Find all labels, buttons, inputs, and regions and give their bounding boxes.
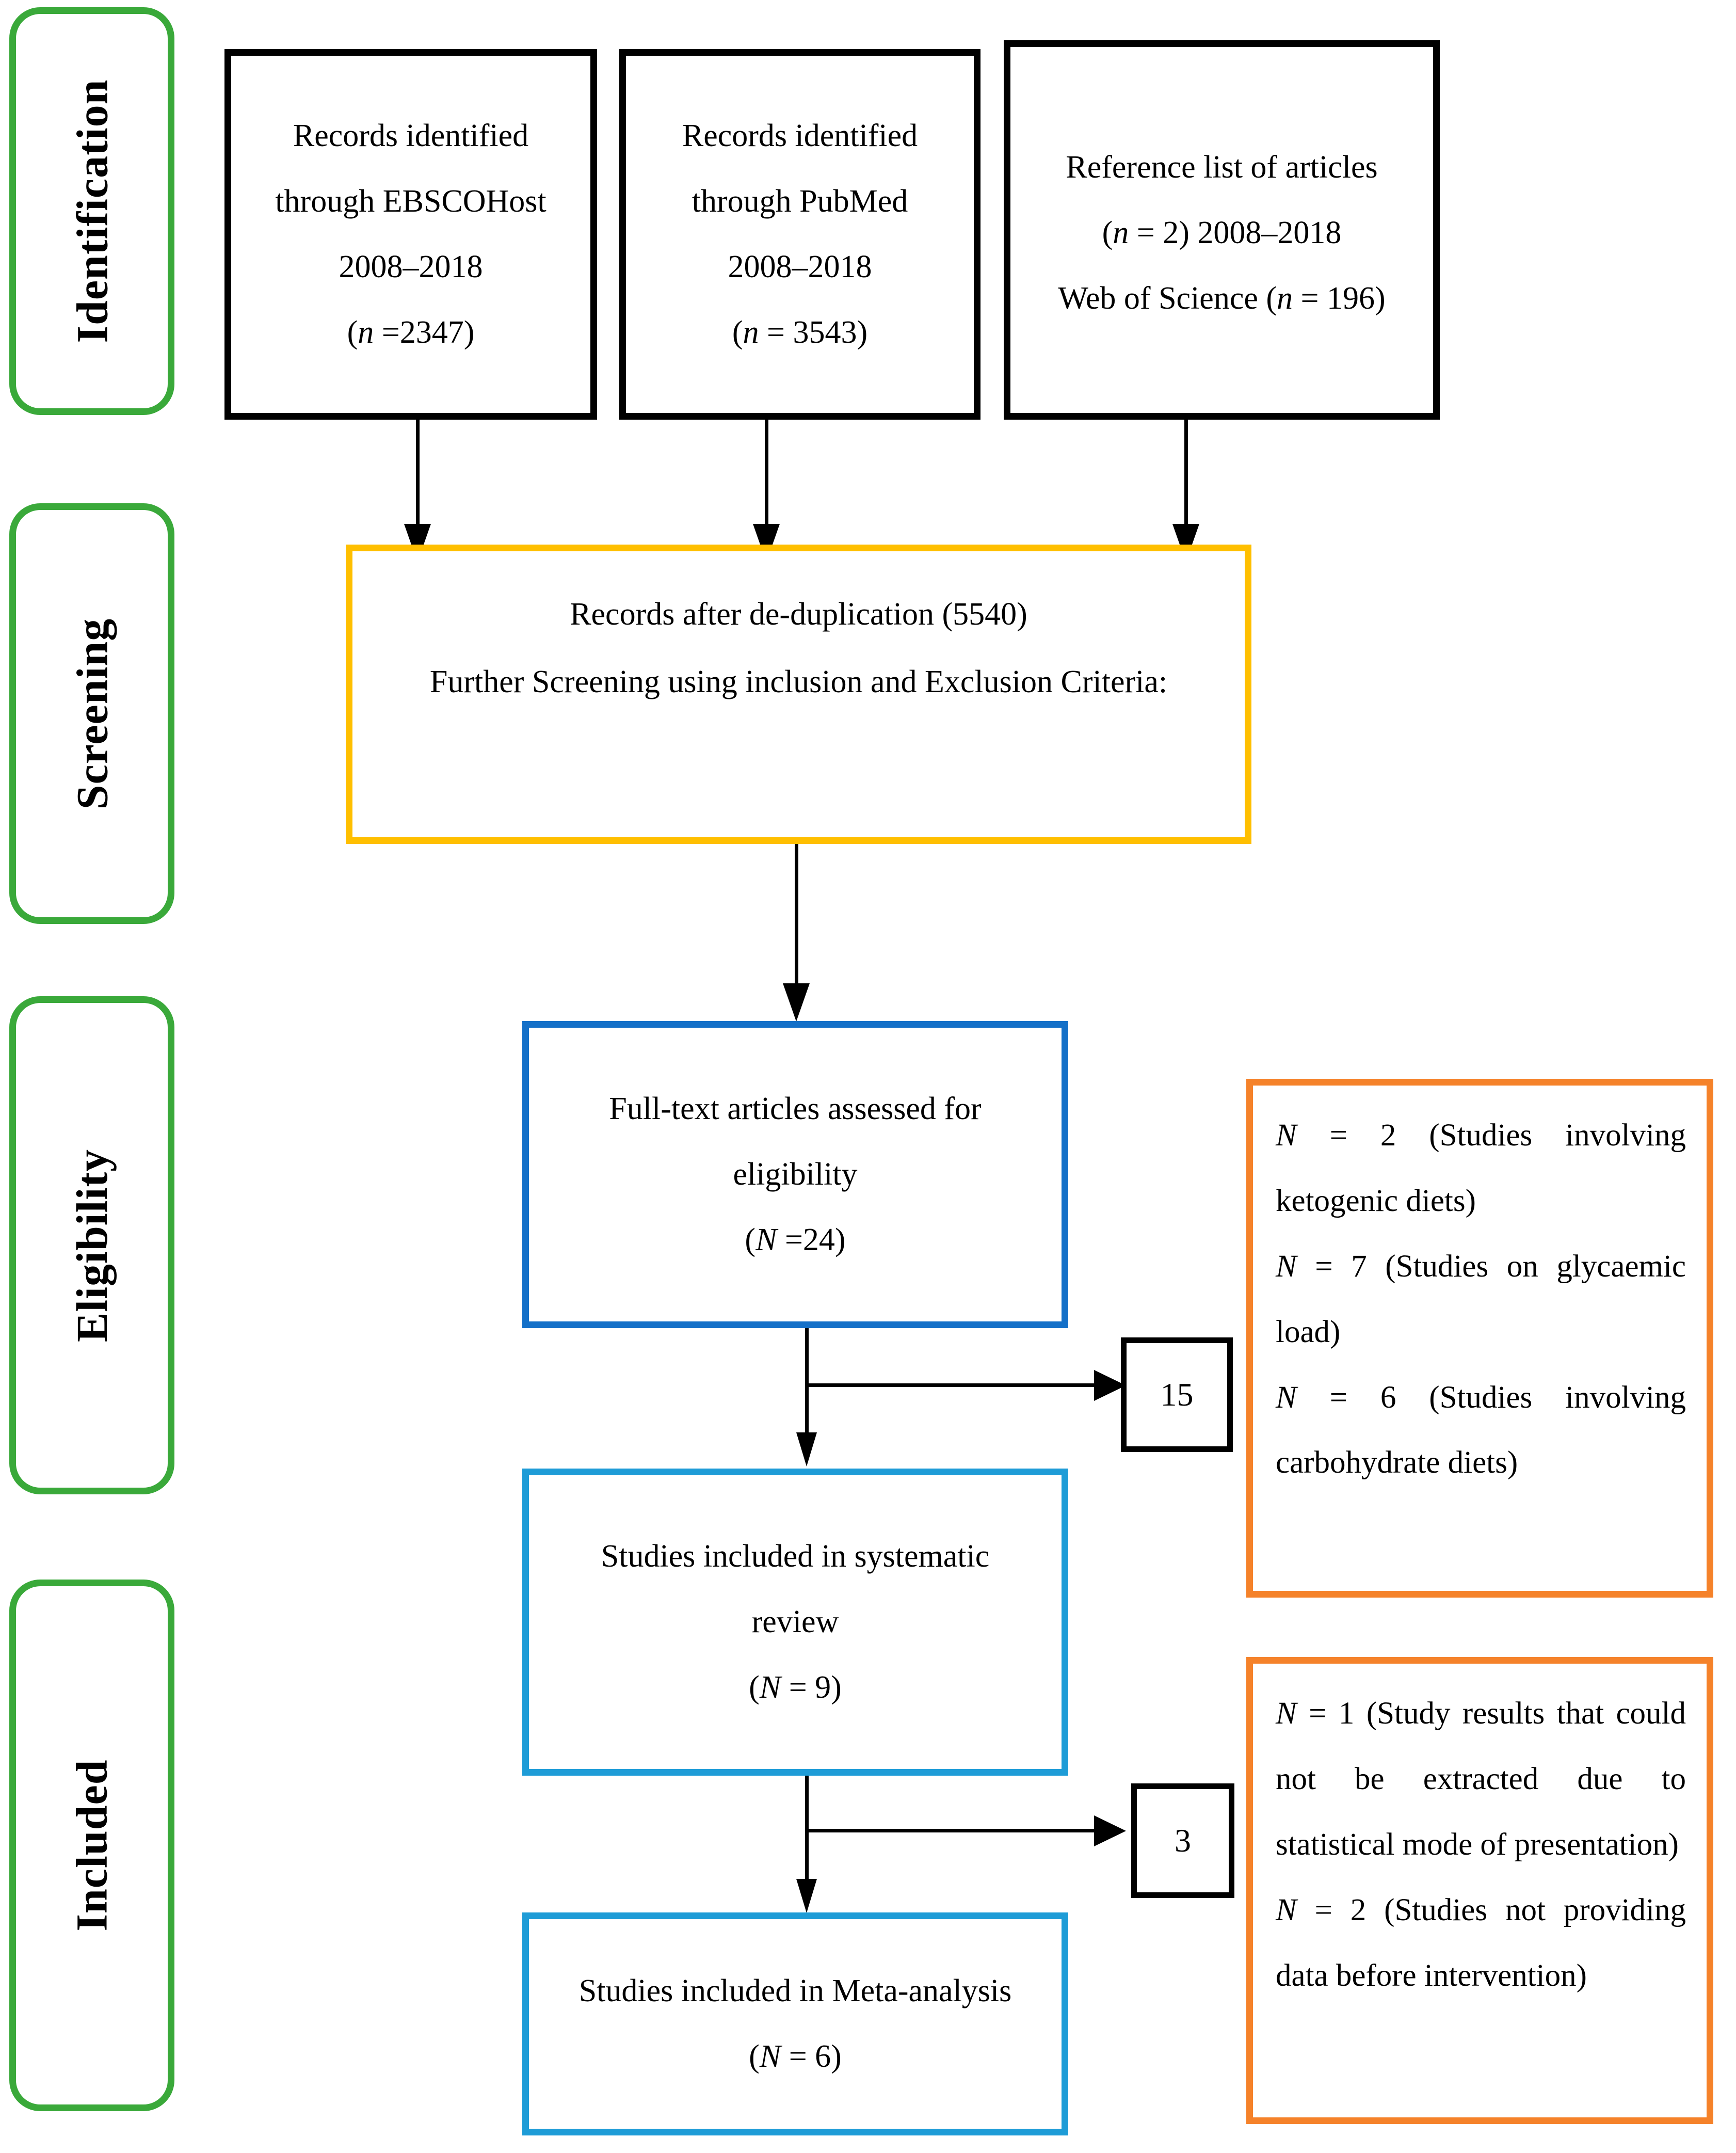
reference-list-line1: Reference list of articles (1066, 150, 1378, 185)
stage-label-screening: Screening (9, 503, 174, 924)
full-text-count: (N =24) (745, 1222, 846, 1258)
identification-source-box-pubmed: Records identified through PubMed 2008–2… (619, 49, 980, 420)
included-exclusion-reason-1: N = 1 (Study results that could not be e… (1276, 1696, 1686, 1862)
stage-label-eligibility: Eligibility (9, 996, 174, 1494)
full-text-line1: Full-text articles assessed for (609, 1091, 982, 1126)
connector-fulltext-to-excluded-15 (805, 1383, 1107, 1387)
pubmed-line1: Records identified (682, 118, 918, 153)
reference-list-line2: (n = 2) 2008–2018 (1102, 215, 1342, 251)
arrowhead-fulltext-to-excluded-15 (1094, 1370, 1126, 1401)
eligibility-exclusion-reasons-box: N = 2 (Studies involving ketogenic diets… (1246, 1079, 1713, 1598)
ebscohost-line1: Records identified (293, 118, 529, 153)
identification-source-box-reference-list: Reference list of articles (n = 2) 2008–… (1004, 40, 1440, 420)
meta-analysis-line1: Studies included in Meta-analysis (578, 1973, 1012, 2008)
pubmed-count: (n = 3543) (732, 315, 868, 350)
arrowhead-systematic-review-to-meta-analysis (796, 1879, 817, 1913)
full-text-articles-box: Full-text articles assessed for eligibil… (522, 1021, 1068, 1328)
connector-screening-to-eligibility (795, 844, 798, 986)
excluded-count-box-3: 3 (1131, 1783, 1234, 1898)
reference-list-line3: Web of Science (n = 196) (1058, 281, 1386, 316)
screening-line1: Records after de-duplication (5540) (570, 597, 1027, 632)
screening-box: Records after de-duplication (5540) Furt… (346, 545, 1251, 844)
eligibility-exclusion-reason-1: N = 2 (Studies involving ketogenic diets… (1276, 1118, 1686, 1218)
excluded-count-15-value: 15 (1160, 1376, 1194, 1413)
systematic-review-count: (N = 9) (749, 1670, 842, 1705)
ebscohost-count: (n =2347) (347, 315, 475, 350)
arrowhead-fulltext-to-systematic-review (796, 1432, 817, 1466)
eligibility-exclusion-reason-3: N = 6 (Studies involving carbohydrate di… (1276, 1380, 1686, 1480)
connector-ebscohost-to-screening (416, 420, 420, 525)
connector-systematic-review-to-excluded-3 (805, 1829, 1107, 1832)
identification-source-box-ebscohost: Records identified through EBSCOHost 200… (224, 49, 597, 420)
pubmed-line3: 2008–2018 (728, 249, 872, 284)
arrowhead-screening-to-eligibility (783, 983, 810, 1022)
connector-pubmed-to-screening (765, 420, 768, 525)
stage-label-eligibility-text: Eligibility (67, 1149, 117, 1342)
stage-label-identification: Identification (9, 7, 174, 415)
ebscohost-line2: through EBSCOHost (275, 183, 546, 219)
stage-label-identification-text: Identification (67, 79, 117, 343)
eligibility-exclusion-reason-2: N = 7 (Studies on glycaemic load) (1276, 1249, 1686, 1349)
excluded-count-box-15: 15 (1121, 1337, 1233, 1452)
stage-label-included: Included (9, 1580, 174, 2111)
full-text-line2: eligibility (733, 1156, 858, 1192)
screening-line2: Further Screening using inclusion and Ex… (429, 664, 1168, 700)
stage-label-included-text: Included (67, 1759, 117, 1932)
meta-analysis-count: (N = 6) (749, 2039, 842, 2074)
arrowhead-systematic-review-to-excluded-3 (1094, 1815, 1126, 1846)
included-exclusion-reasons-box: N = 1 (Study results that could not be e… (1246, 1657, 1713, 2124)
excluded-count-3-value: 3 (1175, 1822, 1191, 1859)
systematic-review-line1: Studies included in systematic (601, 1538, 990, 1574)
meta-analysis-box: Studies included in Meta-analysis (N = 6… (522, 1912, 1068, 2135)
pubmed-line2: through PubMed (692, 183, 908, 219)
included-exclusion-reason-2: N = 2 (Studies not providing data before… (1276, 1892, 1686, 1993)
systematic-review-line2: review (751, 1604, 839, 1639)
ebscohost-line3: 2008–2018 (339, 249, 483, 284)
systematic-review-box: Studies included in systematic review (N… (522, 1469, 1068, 1776)
connector-reference-list-to-screening (1184, 420, 1188, 525)
stage-label-screening-text: Screening (67, 618, 117, 809)
